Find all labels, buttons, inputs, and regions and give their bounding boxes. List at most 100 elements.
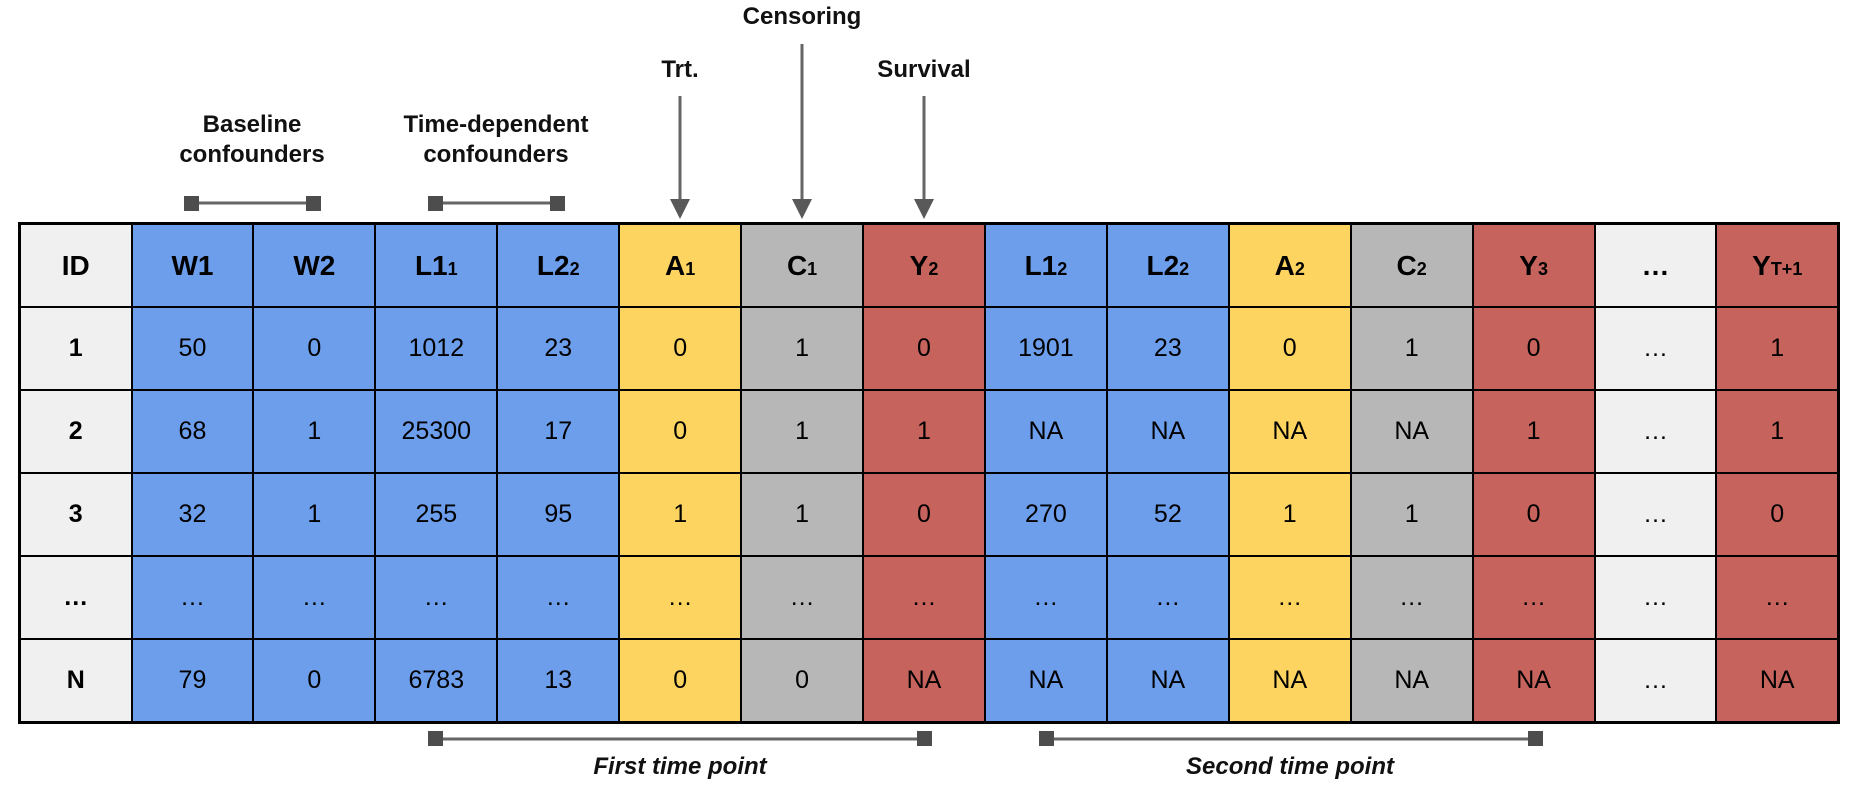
treatment-label: Trt. (661, 56, 699, 83)
table-cell: 0 (1715, 472, 1840, 557)
column-header-subscript: 2 (1416, 258, 1427, 279)
table-cell: 0 (1227, 306, 1352, 391)
column-header-subscript: 2 (1294, 258, 1305, 279)
table-cell: … (1227, 555, 1352, 640)
column-header-l1-1: L11 (374, 222, 499, 308)
column-header-base: C (1396, 249, 1417, 281)
table-cell: 1 (252, 472, 377, 557)
table-cell: NA (983, 638, 1108, 724)
table-cell: 1 (1715, 306, 1840, 391)
table-cell: 68 (130, 389, 255, 474)
table-cell: … (1593, 389, 1718, 474)
column-header-base: Y (1752, 249, 1771, 281)
table-cell: 23 (1105, 306, 1230, 391)
table-cell: … (496, 555, 621, 640)
baseline-confounders-line1: Baseline (202, 111, 302, 138)
table-cell: … (740, 555, 865, 640)
column-header-w2: W2 (252, 222, 377, 308)
column-header-w1: W1 (130, 222, 255, 308)
column-header-subscript: 1 (685, 258, 696, 279)
table-cell: NA (1105, 389, 1230, 474)
table-cell: NA (1715, 638, 1840, 724)
table-cell: 52 (1105, 472, 1230, 557)
table-row: ……………………………………… (18, 555, 1840, 640)
table-cell: 1 (1471, 389, 1596, 474)
baseline-confounders-line2: confounders (179, 141, 325, 168)
column-header-y-2: Y2 (862, 222, 986, 308)
treatment-arrow (670, 96, 690, 219)
table-cell: 95 (496, 472, 621, 557)
column-header-l2-2: L22 (496, 222, 621, 308)
time-dependent-confounders-line2: confounders (423, 141, 569, 168)
table-cell: … (618, 555, 743, 640)
table-cell: 23 (496, 306, 621, 391)
table-cell: 1 (740, 472, 865, 557)
table-cell: 0 (1471, 306, 1596, 391)
table-cell: 1 (740, 389, 865, 474)
table-cell: NA (1349, 638, 1474, 724)
table-cell: 1 (1349, 472, 1474, 557)
table-cell: … (252, 555, 377, 640)
table-cell: … (1593, 472, 1718, 557)
table-cell: 0 (1471, 472, 1596, 557)
time-dependent-confounders-bracket (428, 196, 565, 211)
table-cell: NA (1227, 638, 1352, 724)
table-cell: 1 (618, 472, 743, 557)
table-cell: 1 (252, 389, 377, 474)
baseline-confounders-label: Baseline confounders (179, 110, 324, 170)
column-header-subscript: T+1 (1770, 258, 1803, 279)
column-header-subscript: 2 (1057, 258, 1068, 279)
table-cell: 1 (1349, 306, 1474, 391)
row-id-cell: 3 (18, 472, 133, 557)
column-header-id: ID (18, 222, 133, 308)
table-cell: 1 (1715, 389, 1840, 474)
table-cell: … (862, 555, 986, 640)
column-header-base: … (1641, 249, 1670, 281)
table-cell: NA (1349, 389, 1474, 474)
column-header-base: A (1274, 249, 1295, 281)
censoring-arrow (792, 44, 812, 219)
second-time-point-label: Second time point (1185, 753, 1395, 780)
censoring-label: Censoring (742, 3, 862, 30)
table-cell: … (1349, 555, 1474, 640)
table-cell: … (1593, 638, 1718, 724)
column-header-a-1: A1 (618, 222, 743, 308)
time-dependent-confounders-line1: Time-dependent (403, 111, 589, 138)
column-header-dots: … (1593, 222, 1718, 308)
table-cell: NA (983, 389, 1108, 474)
table-cell: 1012 (374, 306, 499, 391)
row-id-cell: 1 (18, 306, 133, 391)
column-header-base: C (786, 249, 808, 281)
table-cell: 32 (130, 472, 255, 557)
table-cell: 270 (983, 472, 1108, 557)
table-cell: 1901 (983, 306, 1108, 391)
column-header-c-2: C2 (1349, 222, 1474, 308)
column-header-subscript: 2 (928, 258, 939, 279)
time-dependent-confounders-label: Time-dependent confounders (404, 110, 589, 170)
table-cell: 13 (496, 638, 621, 724)
table-cell: 17 (496, 389, 621, 474)
row-id-cell: 2 (18, 389, 133, 474)
survival-label: Survival (877, 56, 971, 83)
table-cell: … (983, 555, 1108, 640)
table-cell: 0 (618, 306, 743, 391)
table-cell: 50 (130, 306, 255, 391)
column-header-subscript: 1 (807, 258, 818, 279)
table-cell: 79 (130, 638, 255, 724)
first-time-point-label: First time point (593, 753, 767, 780)
column-header-y-tplus1: YT+1 (1715, 222, 1840, 308)
column-header-a-2: A2 (1227, 222, 1352, 308)
column-header-base: L1 (414, 249, 448, 281)
baseline-confounders-bracket (184, 196, 321, 211)
table-cell: … (1593, 306, 1718, 391)
column-header-base: W2 (293, 249, 336, 281)
survival-arrow (914, 96, 934, 219)
column-header-subscript: 3 (1537, 258, 1548, 279)
table-cell: 6783 (374, 638, 499, 724)
column-header-base: L2 (1146, 249, 1180, 281)
